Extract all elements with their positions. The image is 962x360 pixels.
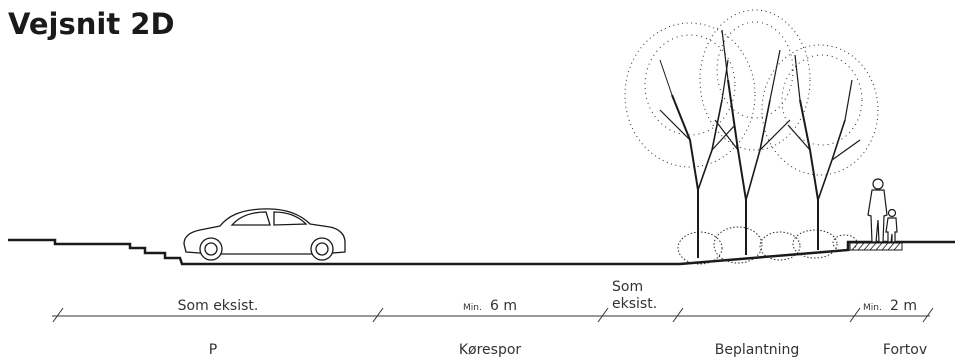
sidewalk-paving (849, 242, 903, 251)
tree-group (624, 9, 879, 258)
dimension-line (52, 307, 934, 323)
dimension-label-parking: Som eksist. (178, 298, 259, 314)
dimension-label-lane: Min. 6 m (463, 295, 517, 314)
zone-label-lane: Kørespor (459, 342, 522, 358)
child-figure (885, 208, 898, 243)
shrub-planting (677, 226, 858, 265)
dimension-label-sidewalk: Min. 2 m (863, 295, 917, 314)
tree-1 (624, 22, 756, 258)
dimension-label-existing-1: Som (612, 279, 643, 295)
ground-profile (8, 238, 955, 266)
dimension-lane-value: 6 m (490, 298, 517, 314)
dimension-label-existing-2: eksist. (612, 296, 657, 312)
car-illustration (183, 208, 346, 261)
pedestrians (867, 178, 898, 243)
dimension-sidewalk-value: 2 m (890, 298, 917, 314)
page-title: Vejsnit 2D (8, 7, 175, 41)
adult-figure (867, 178, 888, 243)
zone-label-parking: P (209, 342, 217, 358)
dimension-lane-prefix: Min. (463, 303, 482, 313)
zone-label-sidewalk: Fortov (883, 342, 927, 358)
tree-3 (761, 44, 879, 250)
zone-label-planting: Beplantning (715, 342, 799, 358)
dimension-sidewalk-prefix: Min. (863, 303, 882, 313)
tree-2 (699, 9, 811, 255)
